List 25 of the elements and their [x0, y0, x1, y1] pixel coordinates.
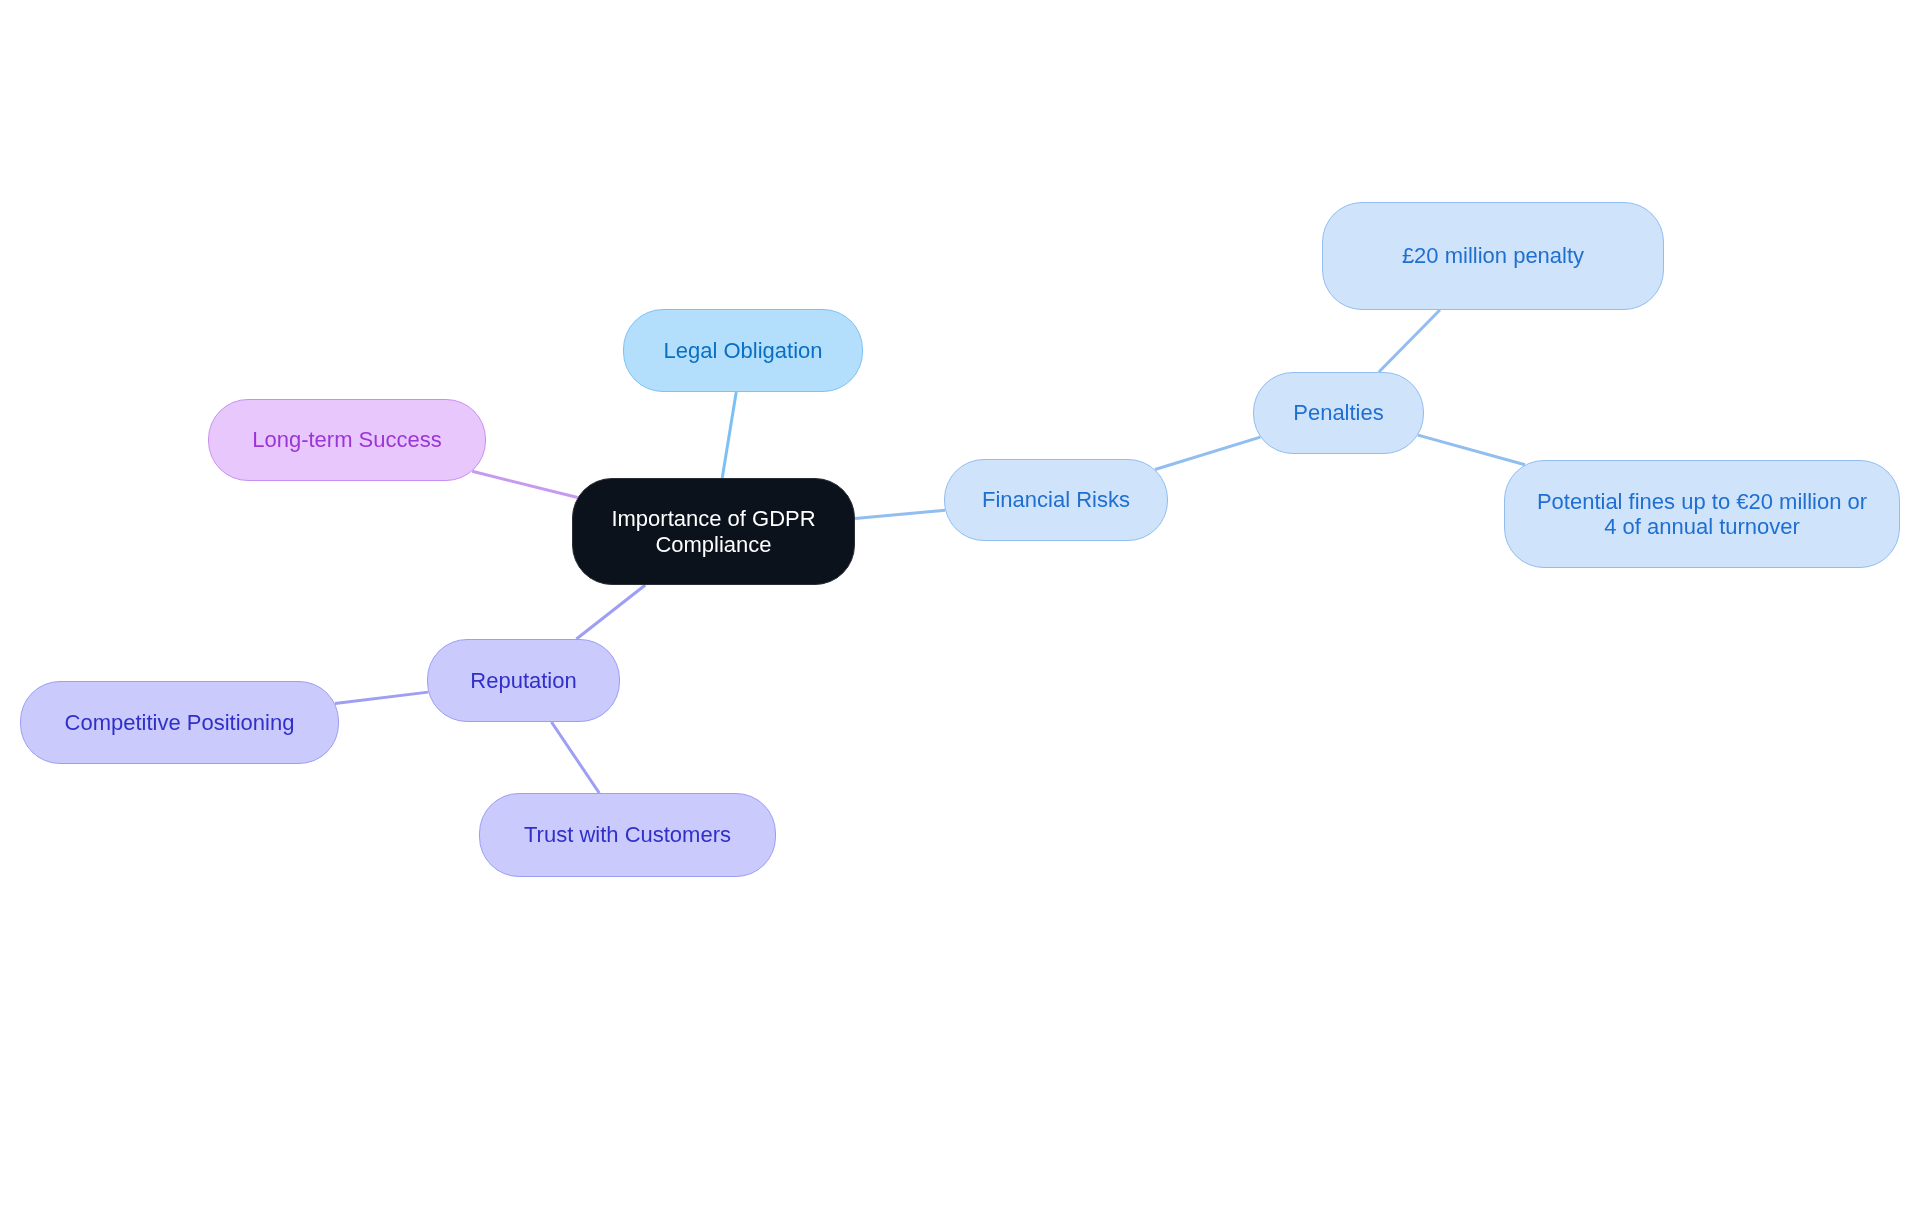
- topic-label: £20 million penalty: [1401, 243, 1585, 269]
- connector-line: [1417, 433, 1526, 467]
- subtopic-node: [1322, 202, 1664, 310]
- topic-label: Importance of GDPR Compliance: [611, 506, 816, 557]
- connector-line: [720, 391, 738, 479]
- topic-label: Legal Obligation: [663, 337, 823, 364]
- topic-node: [944, 459, 1168, 541]
- topic-label: Potential fines up to €20 million or 4 of annual turnover: [1535, 488, 1869, 540]
- topic-label: Long-term Success: [252, 427, 442, 453]
- connector-line: [334, 690, 429, 705]
- topic-node: [208, 399, 486, 481]
- subtopic-node: [1504, 460, 1900, 568]
- connector-line: [1154, 435, 1261, 471]
- topic-label: Penalties: [1293, 400, 1384, 426]
- connector-line: [854, 508, 946, 520]
- connector-line: [550, 721, 601, 794]
- connector-line: [1377, 308, 1441, 374]
- connector-line: [471, 469, 578, 500]
- topic-label: Financial Risks: [982, 487, 1130, 513]
- topic-label: Reputation: [470, 667, 577, 694]
- connector-line: [575, 583, 647, 641]
- central-topic-node: [572, 478, 855, 585]
- topic-label: Trust with Customers: [524, 822, 731, 848]
- subtopic-node: [1253, 372, 1424, 454]
- topic-label: Competitive Positioning: [64, 709, 295, 736]
